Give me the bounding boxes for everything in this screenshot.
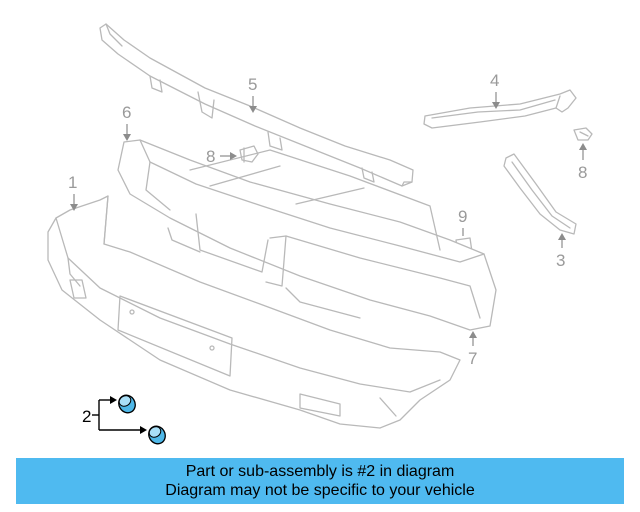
svg-text:9: 9	[458, 207, 467, 226]
svg-text:4: 4	[490, 71, 499, 90]
svg-text:5: 5	[248, 75, 257, 94]
svg-text:2: 2	[82, 407, 91, 426]
part-3-bracket	[503, 153, 577, 235]
part-4-bracket	[423, 89, 577, 129]
banner-line-2: Diagram may not be specific to your vehi…	[165, 482, 475, 499]
part-6-reinforcement	[117, 139, 497, 331]
part-2-plug-upper	[118, 394, 136, 414]
callout-1: 1	[68, 173, 78, 211]
part-8-clip-right	[573, 127, 593, 141]
svg-text:8: 8	[206, 147, 215, 166]
part-1-bumper-cover	[47, 195, 461, 429]
info-banner: Part or sub-assembly is #2 in diagram Di…	[16, 458, 624, 504]
callout-7: 7	[468, 331, 477, 368]
part-8-clip-left	[239, 145, 259, 163]
callout-4: 4	[490, 71, 500, 109]
parts-diagram: 1 6 5 4 8 8 9 3 7	[47, 23, 593, 445]
part-5-retainer-strip	[99, 23, 414, 187]
callout-3: 3	[556, 233, 566, 270]
banner-line-1: Part or sub-assembly is #2 in diagram	[185, 463, 455, 480]
callout-2: 2	[82, 396, 147, 434]
callout-8-left: 8	[206, 147, 237, 166]
callout-9: 9	[458, 207, 467, 236]
part-2-plug-lower	[148, 425, 166, 445]
callout-5: 5	[248, 75, 257, 113]
svg-text:6: 6	[122, 103, 131, 122]
svg-text:8: 8	[578, 163, 587, 182]
svg-text:7: 7	[468, 349, 477, 368]
svg-text:3: 3	[556, 251, 565, 270]
callout-8-right: 8	[578, 143, 587, 182]
svg-text:1: 1	[68, 173, 77, 192]
callout-6: 6	[122, 103, 131, 141]
